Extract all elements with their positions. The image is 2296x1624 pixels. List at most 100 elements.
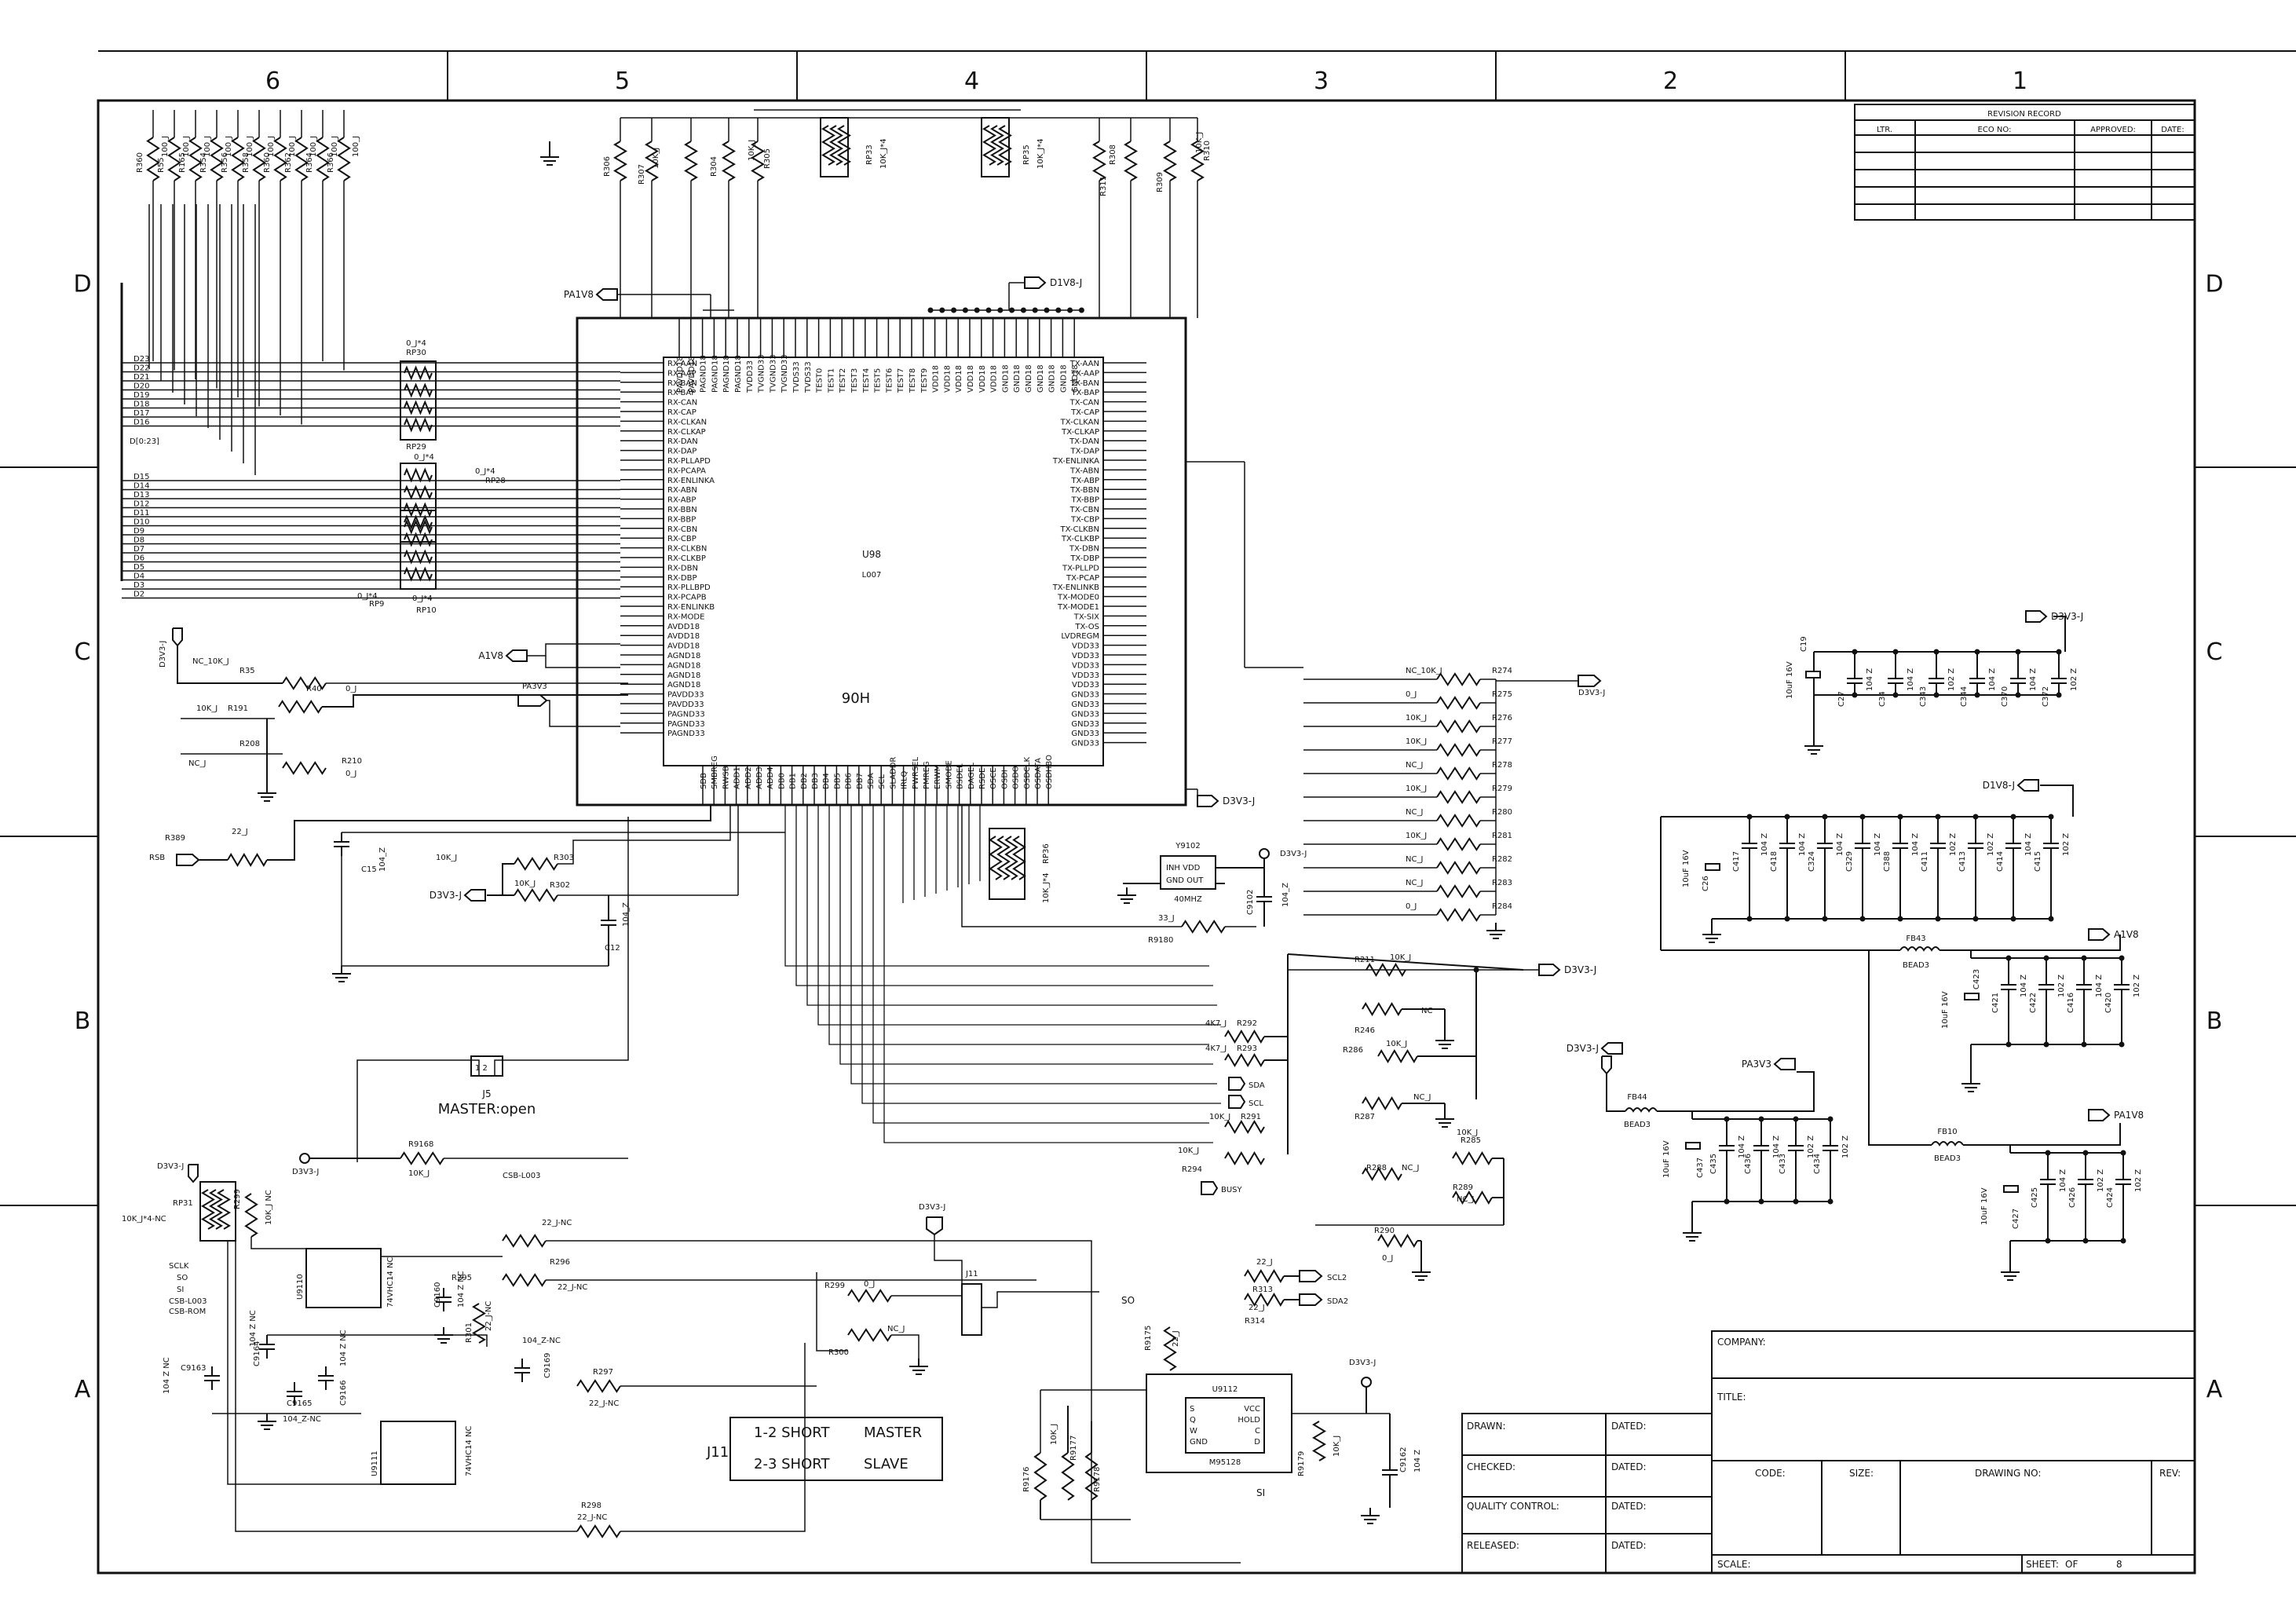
bus-net-label: D3 xyxy=(133,581,144,590)
junction-dot xyxy=(1822,916,1828,922)
oscillator-ref: Y9102 xyxy=(1175,842,1201,850)
ic-pin-right: TX-AAP xyxy=(1070,369,1099,378)
cap-ref: C422 xyxy=(2029,993,2038,1013)
power-terminal-icon xyxy=(1259,848,1270,859)
resistor-value: 0_J xyxy=(1406,690,1417,699)
cap-value: 104 Z xyxy=(2029,668,2038,691)
ic-pin-bottom: OSDHBO xyxy=(1045,755,1054,789)
net-label: SO xyxy=(1121,1295,1135,1306)
rpack-value: 10K_J*4-NC xyxy=(122,1215,166,1223)
resistor-symbol xyxy=(502,1234,547,1248)
ic-pin-right: TX-BAP xyxy=(1071,389,1099,397)
ic-pin-right: TX-ABP xyxy=(1070,477,1099,485)
signoff-dated: DATED: xyxy=(1611,1421,1647,1432)
ic-part: L007 xyxy=(862,571,882,580)
resistor-symbol xyxy=(613,141,627,181)
ic-pin-right: TX-BBN xyxy=(1069,486,1099,495)
resistor-symbol xyxy=(244,1193,258,1238)
resistor-symbol xyxy=(576,1524,621,1538)
ic-pin-bottom: SCL xyxy=(878,774,887,789)
resistor-ref: R278 xyxy=(1492,761,1512,770)
bus-net-label: D14 xyxy=(133,482,149,491)
rpack-value: 0_J*4 xyxy=(357,592,378,601)
cap-value: 102 Z xyxy=(2133,975,2141,997)
ic-pin-top: PAGND18 xyxy=(700,355,708,393)
resistor-ref: R310 xyxy=(1203,141,1212,161)
rpack-ref: RP10 xyxy=(416,606,437,615)
resistor-value: 10K_J xyxy=(1406,714,1427,722)
ic-pin-top: VDD18 xyxy=(978,365,987,393)
cap-value: 104 Z xyxy=(2095,975,2104,997)
rpack-ref: RP28 xyxy=(485,477,506,485)
junction-dot xyxy=(1972,814,1979,820)
cap-ref: C388 xyxy=(1883,851,1892,872)
resistor-symbol xyxy=(982,125,996,166)
ic-pin-left: RX-AAN xyxy=(667,360,697,368)
resistor-symbol xyxy=(1436,766,1481,781)
svg-text:A1V8: A1V8 xyxy=(478,650,503,661)
resistor-value: 0_J xyxy=(1406,902,1417,911)
resistor-symbol xyxy=(1244,1293,1285,1307)
resistor-symbol xyxy=(1163,141,1177,181)
ic-pin-right: TX-ENLINKB xyxy=(1052,583,1099,592)
cap-value: 102 Z xyxy=(2062,833,2071,856)
bead-value: BEAD3 xyxy=(1624,1121,1651,1129)
resistor-symbol xyxy=(1452,1151,1493,1165)
resistor-value: NC_J xyxy=(1406,879,1423,887)
junction-dot xyxy=(1020,307,1026,313)
resistor-value: 4K7_J xyxy=(1205,1019,1227,1028)
ic-pin-top: TVGND33 xyxy=(758,354,766,393)
ic-pin-top: GND18 xyxy=(1013,364,1022,393)
ic-pin-left: RX-DBN xyxy=(667,564,698,572)
resistor-symbol xyxy=(847,1289,892,1303)
zone-row-label: C xyxy=(2206,638,2223,666)
resistor-ref: R307 xyxy=(638,164,646,185)
ferrite-bead-fb43 xyxy=(1899,946,1940,952)
ferrite-bead-fb44 xyxy=(1625,1107,1658,1113)
resistor-value: 100_J xyxy=(203,136,212,157)
resistor-symbol xyxy=(231,137,245,181)
resistor-symbol xyxy=(1092,141,1106,181)
resistor-value: 10K_J xyxy=(1390,953,1411,962)
cap-ref: C434 xyxy=(1813,1154,1822,1174)
junction-dot xyxy=(1473,967,1479,973)
ic-pin-bottom: ADD3 xyxy=(755,766,764,789)
ic-pin-bottom: OSDI xyxy=(1000,770,1009,789)
junction-dot xyxy=(2045,1150,2051,1156)
resistor-ref: R309 xyxy=(1156,172,1164,192)
ic-pin-right: GND33 xyxy=(1071,740,1099,748)
junction-dot xyxy=(2119,955,2125,961)
resistor-ref: R165 xyxy=(178,152,187,173)
resistor-ref: R354 xyxy=(199,152,208,173)
ic-pin-top: VDD18 xyxy=(955,365,963,393)
ic-pin-top: VDD18 xyxy=(990,365,999,393)
jumper-table-key: 2-3 SHORT xyxy=(754,1456,830,1472)
resistor-ref: R301 xyxy=(465,1322,473,1343)
resistor-symbol xyxy=(167,137,181,181)
net-tag-d1v8: D1V8-J xyxy=(1024,276,1082,289)
resistor-value: 0_J xyxy=(864,1280,875,1289)
resistor-value: NC_10K_J xyxy=(1406,667,1442,675)
ic-pin-left: RX-CLKBN xyxy=(667,545,707,554)
junction-dot xyxy=(2005,1041,2012,1048)
ic-pin-left: RX-CLKAN xyxy=(667,418,707,426)
junction-dot xyxy=(1897,814,1903,820)
ic-pin-left: RX-CAP xyxy=(667,408,696,417)
jumper-ref: J5 xyxy=(481,1088,491,1099)
ic-pin-right: TX-ABN xyxy=(1069,466,1099,475)
junction-dot xyxy=(1724,1116,1730,1122)
net-label: BUSY xyxy=(1221,1186,1243,1194)
ic-pin-bottom: BSDEL xyxy=(956,763,965,789)
ic-pin-bottom: SMODE xyxy=(945,760,953,789)
bus-net-label: D11 xyxy=(133,509,149,518)
resistor-ref: R277 xyxy=(1492,737,1512,746)
svg-text:PA1V8: PA1V8 xyxy=(564,289,594,300)
resistor-value: 33_J xyxy=(1158,914,1175,923)
net-label: CSB-L003 xyxy=(503,1172,540,1180)
resistor-ref: R9175 xyxy=(1144,1326,1153,1351)
ic-pin-bottom: SDB xyxy=(700,773,708,789)
net-label: CSB-ROM xyxy=(169,1308,206,1316)
jumper-j11 xyxy=(961,1283,982,1336)
resistor-value: 10K_J xyxy=(1209,1113,1230,1121)
ic-pin-top: PAGND18 xyxy=(711,355,719,393)
